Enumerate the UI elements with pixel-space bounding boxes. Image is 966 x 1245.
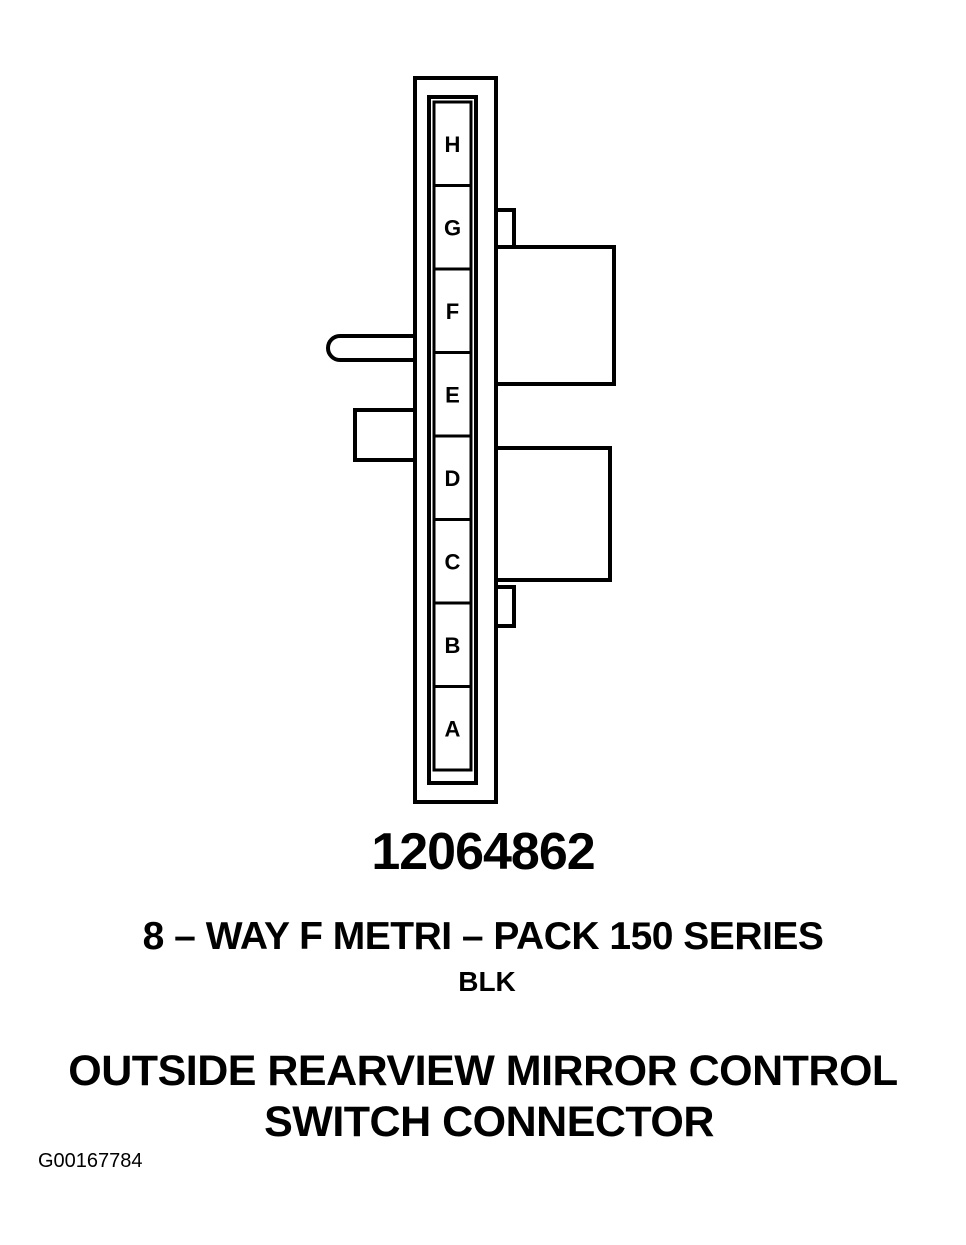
pin-label-d: D: [445, 466, 461, 491]
latch-tab-rounded: [326, 334, 415, 362]
pin-cell-a: [432, 685, 473, 772]
pin-label-e: E: [445, 382, 460, 407]
pin-label-a: A: [445, 716, 461, 741]
connector-diagram: H G F E D C B A: [326, 76, 616, 804]
key-lower: [496, 585, 516, 628]
lock-block-upper: [496, 245, 616, 386]
latch-tab-square: [353, 408, 415, 462]
connector-housing: [413, 76, 498, 804]
diagram-title-line1: OUTSIDE REARVIEW MIRROR CONTROL: [68, 1047, 898, 1095]
diagram-title-line2: SWITCH CONNECTOR: [264, 1098, 714, 1146]
key-upper: [496, 208, 516, 249]
part-number: 12064862: [371, 823, 595, 881]
color-code: BLK: [458, 966, 516, 997]
pin-label-g: G: [444, 215, 461, 240]
connector-inner-frame: [427, 95, 478, 785]
image-id: G00167784: [38, 1150, 143, 1172]
lock-block-lower: [496, 446, 612, 582]
connector-description: 8 – WAY F METRI – PACK 150 SERIES: [142, 915, 824, 958]
pin-label-f: F: [446, 299, 459, 324]
pin-label-c: C: [445, 549, 461, 574]
pin-cells: H G F E D C B A: [432, 100, 473, 772]
pin-label-h: H: [445, 132, 461, 157]
pin-label-b: B: [445, 633, 461, 658]
